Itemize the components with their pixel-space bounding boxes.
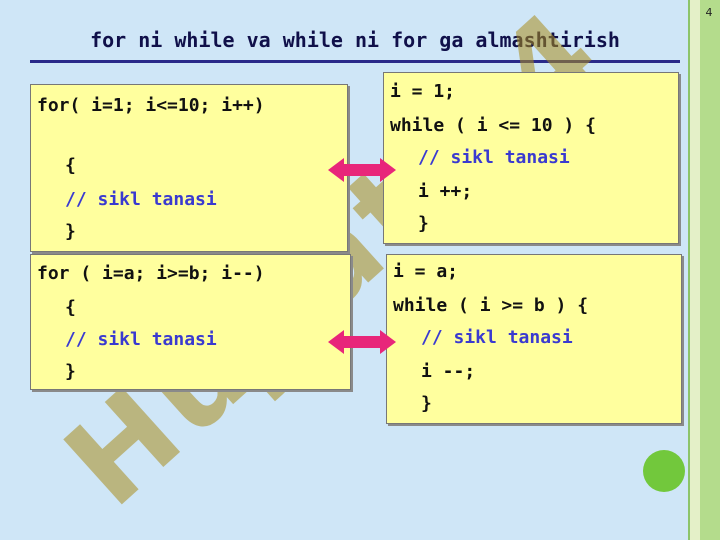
- right-light-bar: [690, 0, 700, 540]
- code-line: {: [65, 155, 76, 176]
- green-circle-icon: [643, 450, 685, 492]
- double-arrow-icon: [328, 158, 396, 182]
- code-line: }: [421, 393, 432, 414]
- code-box-while-increment: i = 1; while ( i <= 10 ) { // sikl tanas…: [383, 72, 679, 244]
- code-box-while-decrement: i = a; while ( i >= b ) { // sikl tanasi…: [386, 254, 682, 424]
- right-green-bar: [700, 0, 720, 540]
- code-comment: // sikl tanasi: [421, 327, 573, 348]
- code-line: {: [65, 297, 76, 318]
- double-arrow-icon: [328, 330, 396, 354]
- code-line: i = 1;: [390, 81, 456, 102]
- code-line: while ( i >= b ) {: [393, 295, 589, 316]
- code-line: i = a;: [393, 261, 459, 282]
- code-box-for-decrement: for ( i=a; i>=b; i--) { // sikl tanasi }: [30, 254, 351, 390]
- title-underline: [30, 60, 680, 63]
- code-line: i --;: [421, 361, 476, 382]
- code-comment: // sikl tanasi: [65, 189, 217, 210]
- slide-number: 4: [705, 6, 713, 19]
- right-edge-line: [688, 0, 690, 540]
- code-line: }: [65, 221, 76, 242]
- code-line: for( i=1; i<=10; i++): [37, 95, 265, 116]
- code-comment: // sikl tanasi: [418, 147, 570, 168]
- code-box-for-increment: for( i=1; i<=10; i++) { // sikl tanasi }: [30, 84, 348, 252]
- code-line: }: [418, 213, 429, 234]
- slide-title: for ni while va while ni for ga almashti…: [90, 28, 620, 52]
- code-line: while ( i <= 10 ) {: [390, 115, 596, 136]
- code-line: }: [65, 361, 76, 382]
- code-comment: // sikl tanasi: [65, 329, 217, 350]
- code-line: for ( i=a; i>=b; i--): [37, 263, 265, 284]
- code-line: i ++;: [418, 181, 473, 202]
